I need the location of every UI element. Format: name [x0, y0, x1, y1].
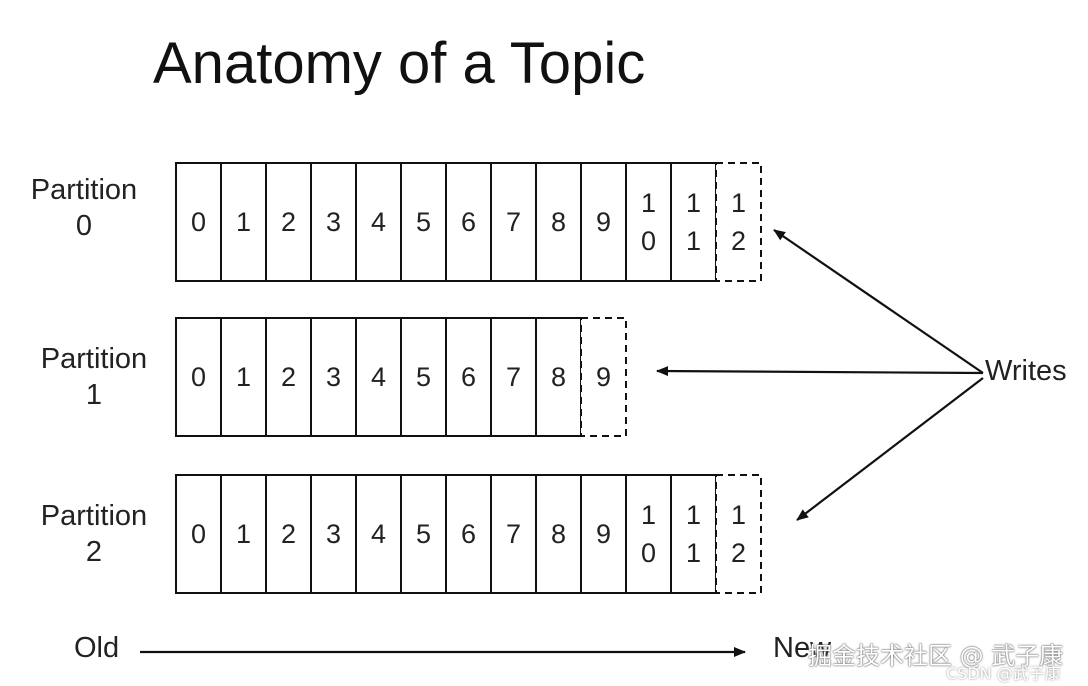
partition-2-offset-label: 4 [371, 519, 386, 549]
partition-0-offset-cell [625, 162, 672, 282]
partition-2-offset-cell [670, 474, 717, 594]
partition-0-next-write-label-digit: 2 [731, 226, 746, 256]
partition-2-offset-label: 8 [551, 519, 566, 549]
partition-2-offset-label: 0 [191, 519, 206, 549]
partition-1-offset-label: 4 [371, 362, 386, 392]
partition-1-offset-cell [400, 317, 447, 437]
partition-0-offset-label: 6 [461, 207, 476, 237]
partition-1-offset-label: 6 [461, 362, 476, 392]
partition-0-offset-label-digit: 1 [641, 188, 656, 218]
partition-0-label-line1: Partition [30, 174, 138, 206]
partition-1-label: Partition 1 [34, 341, 154, 413]
partition-1-offset-label: 3 [326, 362, 341, 392]
partition-0-offset-label: 8 [551, 207, 566, 237]
partition-1-offset-cell [175, 317, 222, 437]
partition-2-next-write-slot [715, 474, 762, 594]
partition-2-offset-cell [535, 474, 582, 594]
partition-1-next-write-label: 9 [596, 362, 611, 392]
partition-1-offset-cell [535, 317, 582, 437]
partition-2-offset-label-digit: 1 [686, 500, 701, 530]
partition-0-offset-cell [670, 162, 717, 282]
old-label: Old [74, 632, 120, 664]
partition-0-offset-label-digit: 0 [641, 226, 656, 256]
partition-2-offset-label: 5 [416, 519, 431, 549]
partition-1-next-write-slot [580, 317, 627, 437]
partition-2-label-line2: 2 [85, 536, 103, 568]
partition-0-offset-label: 0 [191, 207, 206, 237]
partition-2-offset-label-digit: 1 [641, 500, 656, 530]
write-arrow-partition-0 [773, 229, 984, 374]
writes-label: Writes [985, 355, 1067, 387]
partition-2-offset-cell [355, 474, 402, 594]
partition-1-offset-label: 2 [281, 362, 296, 392]
partition-0-offset-label: 5 [416, 207, 431, 237]
write-arrow-partition-1 [656, 366, 984, 377]
partition-0-offset-cell [445, 162, 492, 282]
partition-2-offset-label: 6 [461, 519, 476, 549]
partition-0-offset-cell [535, 162, 582, 282]
partition-0-label: Partition 0 [24, 172, 144, 244]
partition-0-offset-label: 4 [371, 207, 386, 237]
partition-2-offset-label: 9 [596, 519, 611, 549]
partition-0-offset-cell [265, 162, 312, 282]
partition-0-offset-label: 9 [596, 207, 611, 237]
partition-0-label-line2: 0 [75, 210, 93, 242]
partition-1-offset-cell [355, 317, 402, 437]
partition-2-offset-label: 3 [326, 519, 341, 549]
partition-1-offset-label: 5 [416, 362, 431, 392]
partition-2-offset-cell [490, 474, 537, 594]
write-arrow-partition-2 [796, 377, 984, 521]
partition-1-label-line2: 1 [85, 379, 103, 411]
partition-2-offset-label-digit: 0 [641, 538, 656, 568]
partition-2-offset-label: 7 [506, 519, 521, 549]
partition-0-offset-label-digit: 1 [686, 188, 701, 218]
partition-1-offset-label: 0 [191, 362, 206, 392]
partition-2-next-write-label-digit: 2 [731, 538, 746, 568]
partition-2-offset-cell [175, 474, 222, 594]
partition-0-offset-label: 3 [326, 207, 341, 237]
watermark-main: 掘金技术社区 @ 武子康 [808, 642, 1064, 670]
partition-2-offset-cell [265, 474, 312, 594]
partition-2-label: Partition 2 [34, 498, 154, 570]
partition-0-offset-label: 2 [281, 207, 296, 237]
partition-2-offset-label: 1 [236, 519, 251, 549]
partition-2-label-line1: Partition [40, 500, 148, 532]
partition-0-offset-cell [175, 162, 222, 282]
partition-1-offset-label: 1 [236, 362, 251, 392]
partition-2-offset-label: 2 [281, 519, 296, 549]
partition-0-offset-label-digit: 1 [686, 226, 701, 256]
partition-1-label-line1: Partition [40, 343, 148, 375]
partition-2-offset-cell [400, 474, 447, 594]
partition-1-offset-label: 8 [551, 362, 566, 392]
partition-0-offset-label: 7 [506, 207, 521, 237]
partition-0-next-write-label-digit: 1 [731, 188, 746, 218]
partition-1-offset-cell [490, 317, 537, 437]
partition-0-offset-cell [490, 162, 537, 282]
partition-2-offset-cell [625, 474, 672, 594]
watermark-sub: CSDN @武子康 [946, 664, 1061, 683]
partition-1-offset-label: 7 [506, 362, 521, 392]
partition-0-next-write-slot [715, 162, 762, 282]
partition-2-next-write-label-digit: 1 [731, 500, 746, 530]
partition-0-offset-cell [580, 162, 627, 282]
new-label: New [773, 632, 832, 664]
partition-2-offset-cell [580, 474, 627, 594]
partition-2-offset-label-digit: 1 [686, 538, 701, 568]
diagram-title: Anatomy of a Topic [153, 31, 646, 96]
partition-0-offset-label: 1 [236, 207, 251, 237]
